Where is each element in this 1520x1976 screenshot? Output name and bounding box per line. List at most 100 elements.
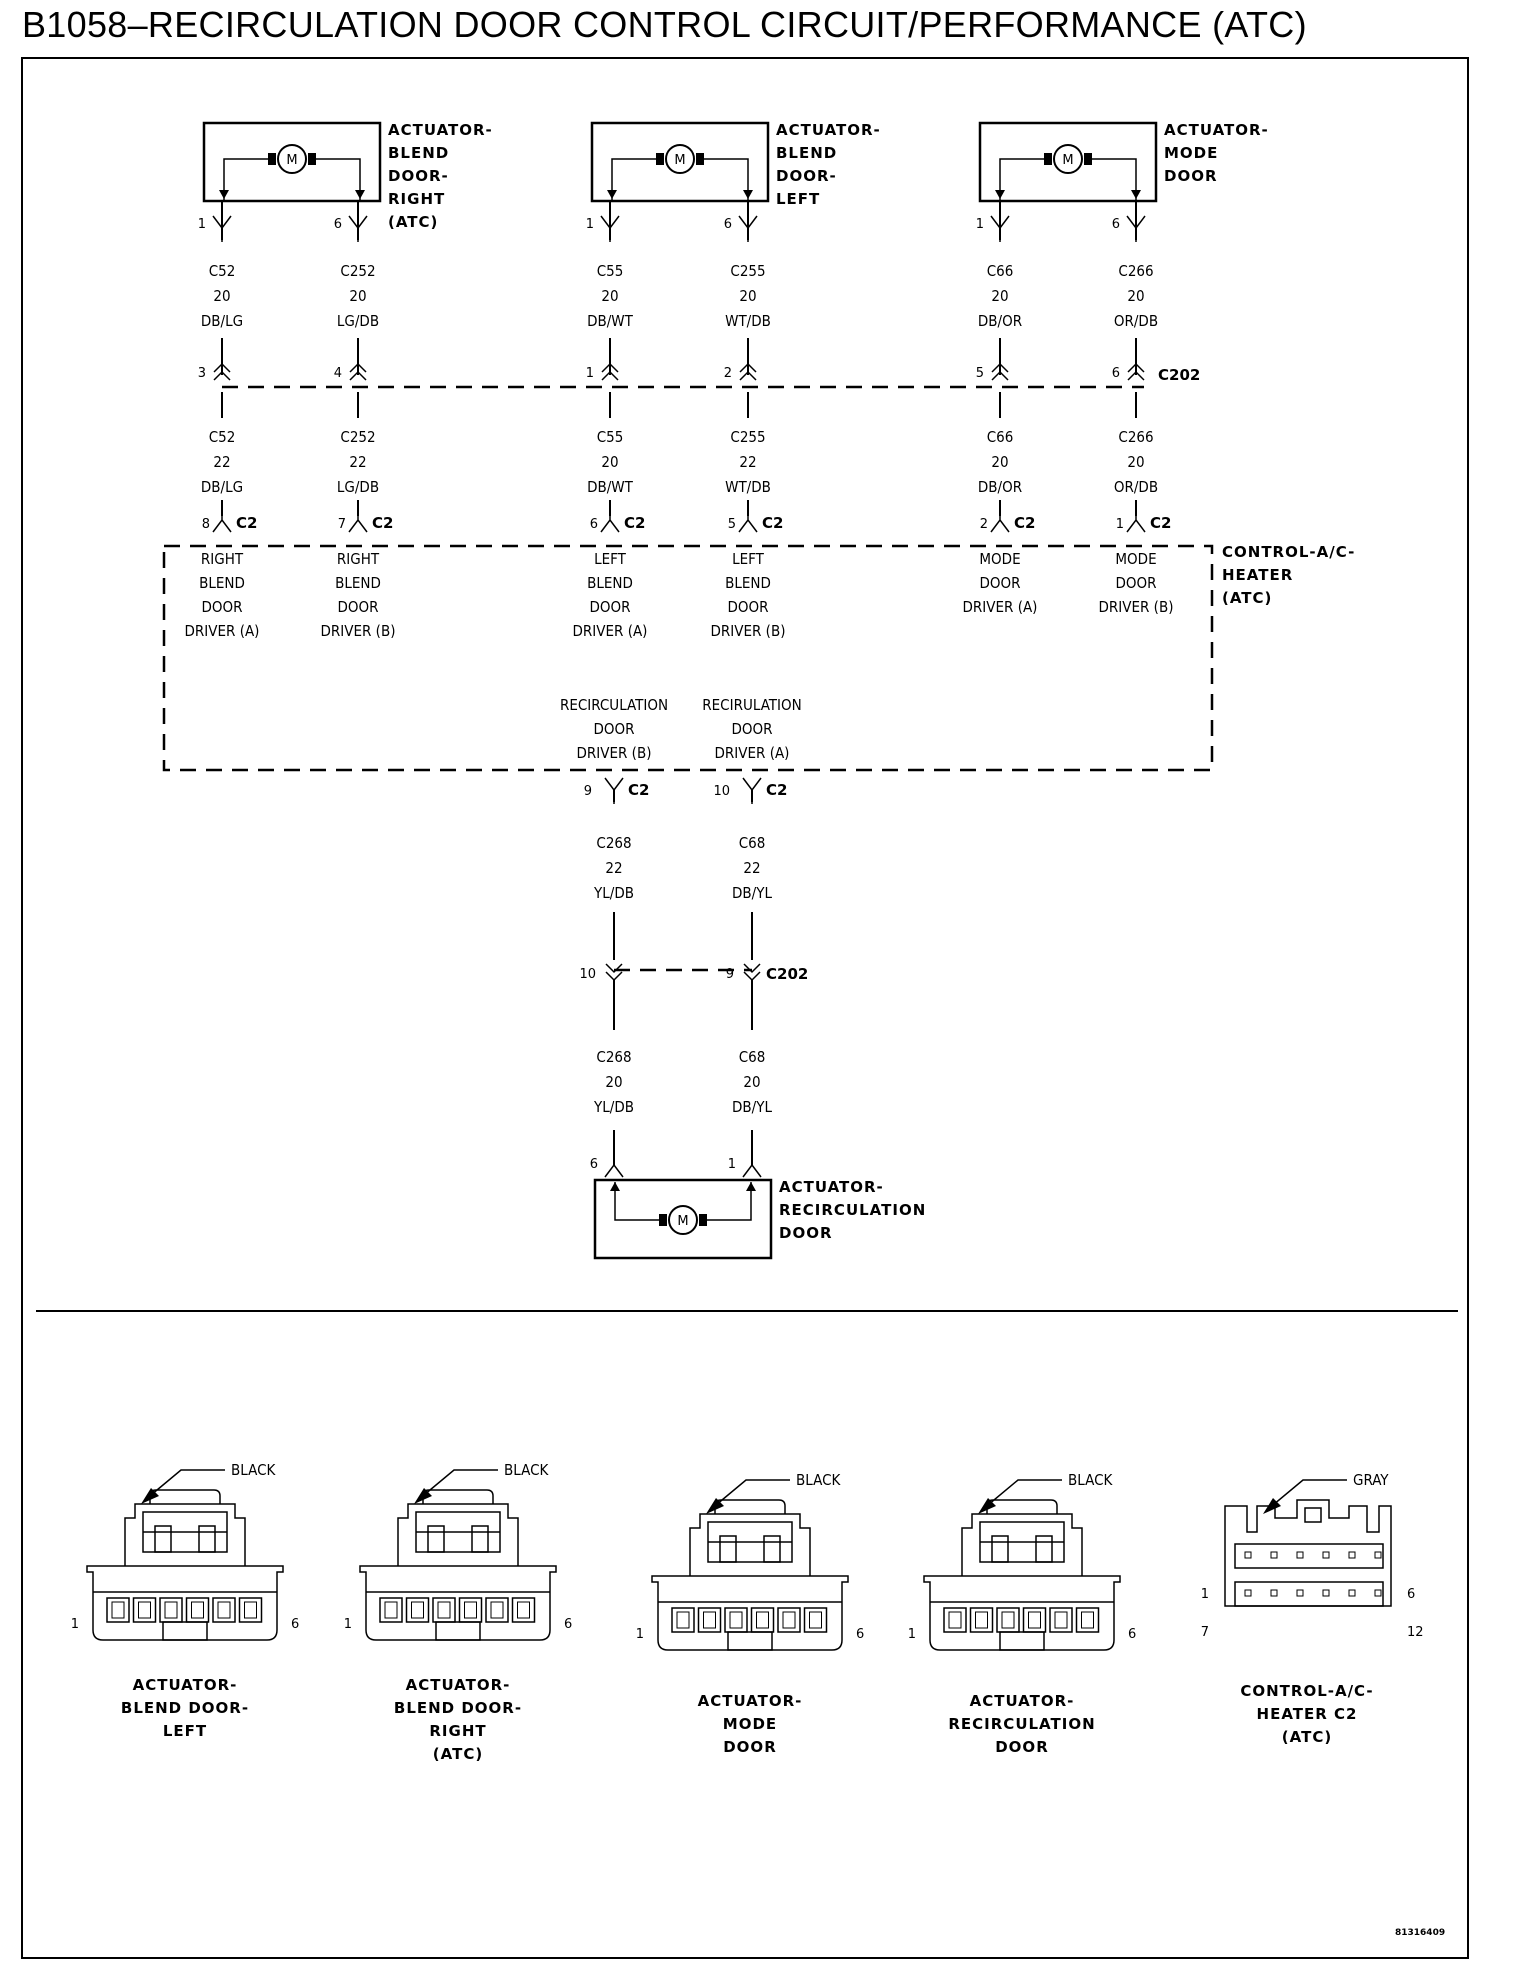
connector-caption: ACTUATOR- xyxy=(406,1676,511,1694)
pin-cavity xyxy=(1075,1607,1100,1633)
pin-number: 5 xyxy=(728,517,736,532)
driver-label: DOOR xyxy=(1115,574,1156,592)
actuator-label: ACTUATOR- xyxy=(388,121,493,139)
wire-spec: 20 xyxy=(349,287,366,305)
driver-label: BLEND xyxy=(587,574,633,592)
pin-cavity xyxy=(238,1597,263,1623)
wire-spec: 22 xyxy=(349,453,366,471)
wire-spec: DB/WT xyxy=(587,478,634,496)
pin-cavity-inner xyxy=(164,1601,178,1619)
pin-cavity xyxy=(1374,1551,1382,1559)
pin-number: 6 xyxy=(1128,1627,1136,1642)
wire-spec: YL/DB xyxy=(593,884,634,902)
wire-spec: C266 xyxy=(1118,262,1153,280)
inline-connector-symbol xyxy=(349,362,367,381)
actuator-label: (ATC) xyxy=(388,213,438,231)
control-module-label: (ATC) xyxy=(1222,589,1272,607)
driver-label: BLEND xyxy=(335,574,381,592)
connector-caption: CONTROL-A/C- xyxy=(1240,1682,1373,1700)
pin-number: 1 xyxy=(976,217,984,232)
pin-number: 1 xyxy=(71,1617,79,1632)
motor-label: M xyxy=(286,153,297,168)
arrow-head xyxy=(746,1182,756,1191)
connector-upper-housing xyxy=(961,1513,1083,1576)
pin-cavity xyxy=(1348,1589,1356,1597)
connector-pin-symbol xyxy=(212,215,232,242)
pin-cavity-inner xyxy=(517,1601,530,1619)
pin-cavity-inner xyxy=(729,1611,743,1629)
pin-cavity-inner xyxy=(464,1601,477,1619)
driver-label: DOOR xyxy=(727,598,768,616)
connector-caption: BLEND DOOR- xyxy=(394,1699,522,1717)
pin-number: 12 xyxy=(1407,1625,1424,1640)
pin-number: 6 xyxy=(1112,366,1120,381)
control-module-boundary xyxy=(162,544,1214,772)
pin-number: 9 xyxy=(584,784,592,799)
actuator-label: MODE xyxy=(1164,144,1218,162)
wire-spec: 20 xyxy=(991,453,1008,471)
driver-label: DRIVER (B) xyxy=(321,622,396,640)
pin-cavity-inner xyxy=(384,1601,398,1619)
pin-cavity-inner xyxy=(676,1611,690,1629)
pin-cavity-inner xyxy=(782,1611,796,1629)
driver-label: DRIVER (A) xyxy=(573,622,648,640)
pin-cavity-inner xyxy=(490,1601,504,1619)
pin-number: 2 xyxy=(980,517,988,532)
pin-cavity xyxy=(1270,1589,1278,1597)
diagram-frame xyxy=(21,57,1469,1959)
pin-cavity-inner xyxy=(191,1601,204,1619)
wire-spec: OR/DB xyxy=(1114,312,1158,330)
wire-spec: YL/DB xyxy=(593,1098,634,1116)
pin-number: 7 xyxy=(1201,1625,1209,1640)
actuator-label: RECIRCULATION xyxy=(779,1201,926,1219)
wire-spec: DB/LG xyxy=(201,312,243,330)
actuator-label: BLEND xyxy=(388,144,449,162)
connector-pin-symbol xyxy=(990,215,1010,242)
connector-lock-detail xyxy=(471,1525,489,1553)
inline-connector-symbol xyxy=(739,362,757,381)
motor-icon xyxy=(277,144,307,174)
pin-number: 1 xyxy=(728,1157,736,1172)
inline-connector-symbol xyxy=(601,362,619,381)
connector-lock-detail xyxy=(154,1525,172,1553)
figure-id: 81316409 xyxy=(1395,1928,1445,1938)
driver-label: MODE xyxy=(979,550,1020,568)
pin-cavity-inner xyxy=(756,1611,769,1629)
inline-connector-symbol xyxy=(991,362,1009,381)
connector-body xyxy=(1224,1499,1392,1607)
wire-spec: 20 xyxy=(1127,453,1144,471)
wire-spec: 20 xyxy=(601,453,618,471)
connector-lock-detail xyxy=(763,1535,781,1563)
actuator-label: RIGHT xyxy=(388,190,445,208)
pin-cavity-inner xyxy=(703,1611,716,1629)
pin-cavity xyxy=(1296,1551,1304,1559)
c2-connector-label: C2 xyxy=(236,514,257,532)
pin-cavity-inner xyxy=(111,1601,125,1619)
pin-cavity xyxy=(777,1607,801,1633)
connector-caption: DOOR xyxy=(723,1738,777,1756)
pin-cavity-inner xyxy=(437,1601,451,1619)
wire-spec: LG/DB xyxy=(337,478,379,496)
pin-number: 6 xyxy=(291,1617,299,1632)
wire-spec: 22 xyxy=(605,859,622,877)
connector-caption: MODE xyxy=(723,1715,777,1733)
connector-pin-symbol xyxy=(604,1151,624,1178)
wire-spec: C55 xyxy=(597,262,624,280)
connector-pin-symbol xyxy=(1126,506,1146,533)
pin-row xyxy=(1234,1543,1384,1569)
pin-number: 6 xyxy=(1407,1587,1415,1602)
pin-cavity-inner xyxy=(217,1601,231,1619)
actuator-label: ACTUATOR- xyxy=(776,121,881,139)
pin-cavity-inner xyxy=(138,1601,151,1619)
actuator-internal-wire xyxy=(223,158,361,201)
connector-pin-symbol xyxy=(738,215,758,242)
actuator-internal-wire xyxy=(614,1182,752,1221)
motor-brush-left xyxy=(268,153,276,165)
arrow-head xyxy=(743,190,753,199)
connector-caption: BLEND DOOR- xyxy=(121,1699,249,1717)
actuator-internal-wire xyxy=(999,158,1137,201)
